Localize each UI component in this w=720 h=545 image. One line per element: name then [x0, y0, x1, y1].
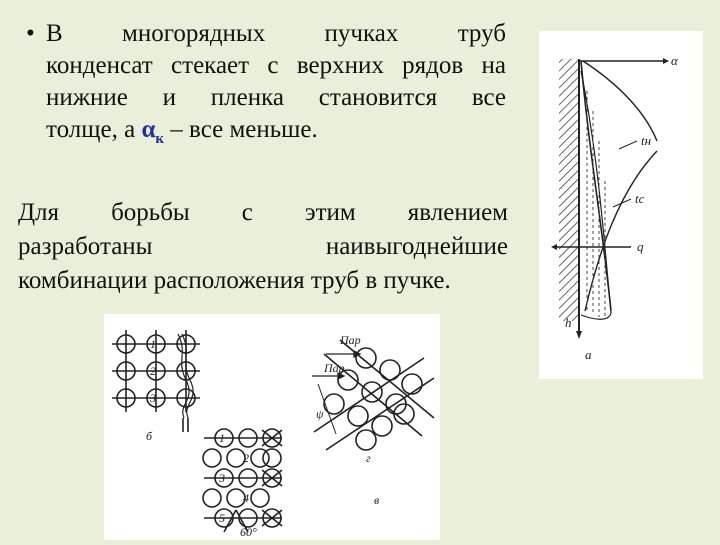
tn-leader — [618, 140, 638, 150]
bullet-line-4: толще, а αк – все меньше. — [46, 114, 506, 155]
bullet-text-block: • В многорядных пучках труб конденсат ст… — [14, 18, 506, 155]
h-axis-head — [576, 331, 582, 339]
paragraph-line-3: комбинации расположения труб в пучке. — [18, 267, 451, 294]
psi-label: ψ — [316, 407, 324, 421]
tube-v-1: 1 — [219, 431, 225, 445]
film-thickness-curve — [580, 60, 612, 312]
steam-label-2: Пар — [323, 361, 345, 375]
steam-arrow-head-1 — [353, 350, 362, 358]
bullet-line-2: конденсат стекает с верхних рядов на — [46, 52, 506, 79]
alpha-k-symbol: αк — [141, 116, 164, 147]
film-profile-diagram: α tн tc q h a — [551, 53, 679, 362]
paragraph-line-1: Для борьбы с этим явлением — [18, 199, 508, 226]
panel-b-grid — [112, 330, 200, 432]
bullet-line-3: нижние и пленка становится все — [46, 84, 506, 111]
paragraph-text-block: Для борьбы с этим явлением разработаны н… — [18, 196, 508, 298]
steam-label-1: Пар — [339, 333, 361, 347]
bullet-line-1: В многорядных пучках труб — [46, 20, 506, 47]
bullet-line-4-start: толще, а — [46, 116, 142, 143]
tube-b-3: 3 — [149, 391, 156, 405]
label-a: a — [585, 347, 592, 362]
tube-bundle-figure: 1 2 3 б 1 2 3 4 5 60° Пар Пар ψ г в — [104, 314, 440, 540]
alpha-curve — [582, 60, 658, 142]
angle-label: 60° — [240, 525, 257, 539]
alpha-symbol: α — [141, 116, 156, 143]
label-alpha: α — [671, 53, 679, 68]
label-tc: tc — [635, 191, 645, 206]
label-tn: tн — [641, 133, 651, 148]
tube-b-1: 1 — [150, 337, 156, 351]
tube-v-3: 3 — [218, 471, 225, 485]
panel-v-label: в — [374, 493, 379, 507]
tc-leader — [612, 198, 632, 208]
panel-g-label: г — [366, 451, 371, 465]
wall-hatch — [559, 59, 579, 321]
tube-v-5: 5 — [219, 511, 225, 525]
label-h: h — [565, 315, 572, 330]
label-q: q — [637, 239, 644, 254]
alpha-subscript: к — [155, 131, 165, 147]
paragraph-line-2: разработаны наивыгоднейшие — [18, 233, 508, 260]
tc-curve — [580, 70, 612, 320]
tube-bundle-diagram: 1 2 3 б 1 2 3 4 5 60° Пар Пар ψ г в — [112, 330, 435, 539]
bullet-marker: • — [26, 20, 35, 47]
panel-g-grid — [313, 339, 435, 451]
steam-arrow-head-2 — [337, 372, 346, 380]
tube-v-4: 4 — [243, 491, 249, 505]
panel-b-label: б — [146, 429, 153, 443]
bullet-line-4-end: – все меньше. — [164, 116, 318, 143]
film-profile-figure: α tн tc q h a — [539, 31, 703, 379]
tube-b-2: 2 — [150, 364, 156, 378]
panel-v-grid — [202, 428, 283, 533]
tn-curve — [584, 150, 658, 312]
tube-v-2: 2 — [243, 451, 249, 465]
